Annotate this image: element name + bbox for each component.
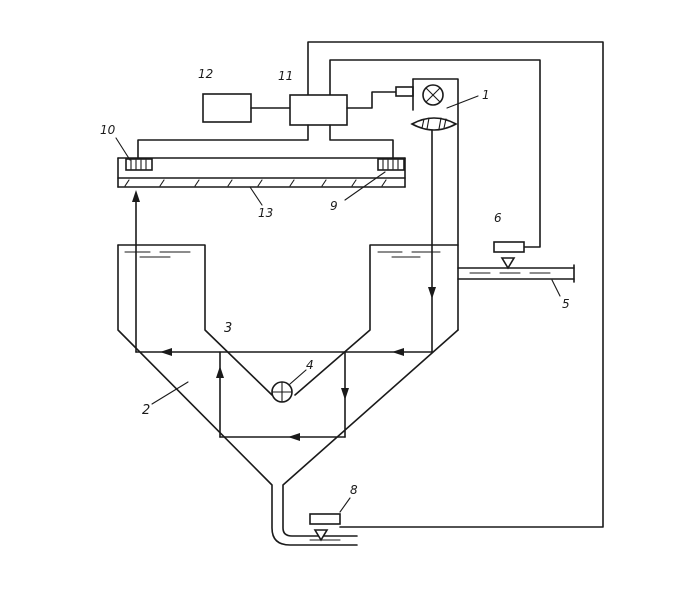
- wire-to-receiver-9: [329, 124, 394, 159]
- label-13: 13: [258, 206, 273, 220]
- lens-icon: [410, 117, 458, 131]
- lamp-cross-b: [425, 87, 441, 103]
- beam-vert-left-arrow: [216, 366, 224, 378]
- label-1: 1: [482, 88, 490, 102]
- label-12: 12: [198, 67, 213, 81]
- bottom-sensor-8: [309, 513, 341, 525]
- level-sensor-6: [493, 241, 525, 253]
- block-12: [202, 93, 252, 123]
- leader-1: [446, 95, 479, 109]
- tank-left-wall: [117, 244, 358, 546]
- label-3: 3: [224, 321, 232, 336]
- beam-upper-arrow-right: [392, 348, 404, 356]
- water-surface-left: [117, 244, 273, 396]
- emitter-10-hatch: [130, 159, 147, 170]
- leader-5: [551, 279, 561, 297]
- source-connector: [395, 86, 414, 97]
- beam-upper-arrow-left: [160, 348, 172, 356]
- tank-right-wall: [282, 329, 459, 537]
- leader-8: [339, 497, 351, 513]
- leader-10: [115, 137, 131, 161]
- beam-lower-arrow: [288, 433, 300, 441]
- wire-to-emitter-10: [137, 124, 309, 159]
- label-6: 6: [494, 211, 502, 225]
- wire-to-level-sensor: [329, 59, 541, 248]
- lens-hatch: [421, 117, 447, 130]
- label-11: 11: [278, 69, 293, 83]
- emitter-10: [125, 158, 153, 171]
- water-ripples-right: [377, 251, 441, 258]
- beam-left-arrow: [132, 190, 140, 202]
- label-10: 10: [100, 123, 116, 137]
- source-housing-1: [412, 78, 459, 331]
- link-11-source: [346, 91, 397, 109]
- label-2: 2: [142, 403, 150, 418]
- water-surface-right: [294, 244, 459, 396]
- receiver-9: [377, 158, 405, 171]
- label-9: 9: [330, 199, 338, 213]
- label-8: 8: [350, 483, 358, 497]
- level-marker-8: [313, 529, 329, 542]
- level-marker-6: [500, 257, 516, 270]
- water-ripples-left: [124, 251, 191, 258]
- beam-right-arrow: [428, 287, 436, 299]
- leader-4: [289, 369, 307, 385]
- leader-13: [249, 186, 263, 206]
- controller-block-11: [289, 94, 348, 126]
- leader-2: [151, 381, 189, 405]
- leader-9: [344, 171, 386, 201]
- beam-vert-right-arrow: [341, 388, 349, 400]
- plate-13-hatch: [124, 179, 387, 187]
- label-5: 5: [562, 297, 570, 311]
- wire-to-bottom-sensor: [307, 41, 604, 528]
- label-4: 4: [306, 358, 314, 372]
- receiver-9-hatch: [382, 159, 399, 170]
